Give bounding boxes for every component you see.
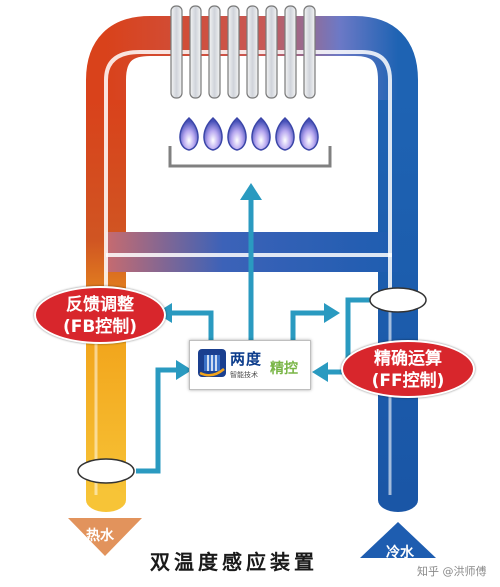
hot-water-outlet: [68, 518, 142, 556]
flame-icon: [299, 116, 319, 151]
cold-sensor-line: [326, 297, 376, 375]
watermark: 知乎 @洪师傅: [417, 565, 487, 578]
flame-icon: [275, 116, 295, 151]
feedback-subtitle: (FB控制): [62, 317, 138, 337]
brand-subtitle: 智能技术: [230, 371, 258, 379]
brand-name: 两度: [230, 350, 263, 368]
cold-water-label: 冷水: [386, 545, 414, 561]
fin-tube: [265, 5, 278, 99]
feedforward-arrow: [290, 310, 326, 340]
brand-tagline: 精控: [270, 361, 298, 377]
signal-arrows: [136, 183, 376, 474]
flame-icon: [251, 116, 271, 151]
controller-box: 两度 智能技术 精控: [189, 340, 311, 390]
feedback-title: 反馈调整: [66, 295, 134, 315]
flame-icon: [227, 116, 247, 151]
hot-sensor-icon: [77, 458, 135, 484]
fin-tube: [246, 5, 259, 99]
heat-exchanger-fins: [170, 5, 316, 99]
brand-logo-icon: [198, 349, 226, 377]
fin-tube: [227, 5, 240, 99]
hot-sensor-line: [136, 367, 178, 474]
flame-icon: [203, 116, 223, 151]
fin-tube: [303, 5, 316, 99]
hot-water-label: 热水: [86, 528, 114, 544]
cold-sensor-icon: [369, 287, 427, 313]
feedforward-subtitle: (FF控制): [371, 371, 445, 391]
diagram-caption: 双温度感应装置: [150, 550, 318, 574]
fin-tube: [189, 5, 202, 99]
feedback-arrow: [170, 310, 214, 340]
burner-icon: [168, 116, 332, 168]
fin-tube: [170, 5, 183, 99]
feedback-label: [34, 286, 166, 344]
flame-icon: [179, 116, 199, 151]
fin-tube: [284, 5, 297, 99]
feedforward-label: [341, 340, 475, 398]
cold-pipe-end: [378, 488, 418, 512]
fin-tube: [208, 5, 221, 99]
cold-water-outlet: [360, 522, 436, 558]
hot-pipe-end: [86, 488, 126, 512]
feedforward-title: 精确运算: [374, 349, 442, 369]
